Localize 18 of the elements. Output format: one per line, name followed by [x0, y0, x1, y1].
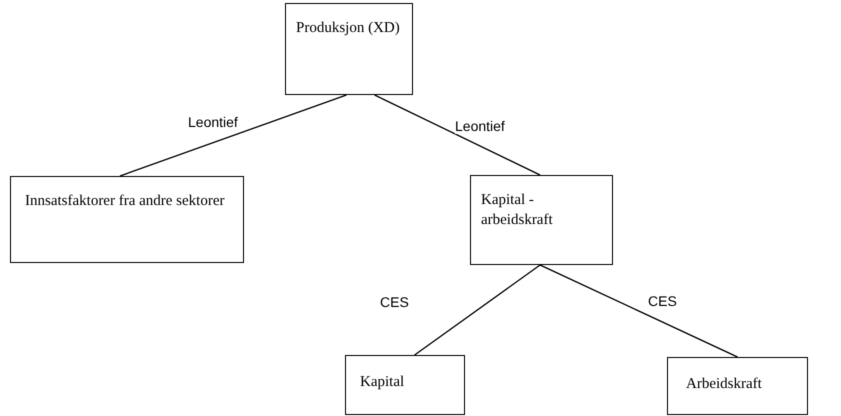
box-label: Kapital - arbeidskraft	[481, 191, 554, 230]
connector-line	[414, 264, 540, 356]
process-box	[10, 176, 244, 263]
edge-label: Leontief	[188, 114, 238, 130]
box-label: Innsatsfaktorer fra andre sektorer	[25, 192, 226, 211]
edge-label: CES	[648, 293, 677, 309]
box-label: Kapital	[360, 373, 406, 392]
process-box	[285, 3, 413, 95]
edge-label: Leontief	[455, 118, 505, 134]
connector-line	[540, 264, 738, 358]
edge-label: CES	[380, 294, 409, 310]
connector-line	[120, 94, 347, 177]
process-box	[345, 355, 465, 415]
box-label: Produksjon (XD)	[296, 19, 401, 38]
connector-line	[374, 94, 540, 176]
process-box	[667, 357, 808, 415]
box-label: Arbeidskraft	[686, 375, 763, 394]
process-box	[470, 175, 613, 265]
